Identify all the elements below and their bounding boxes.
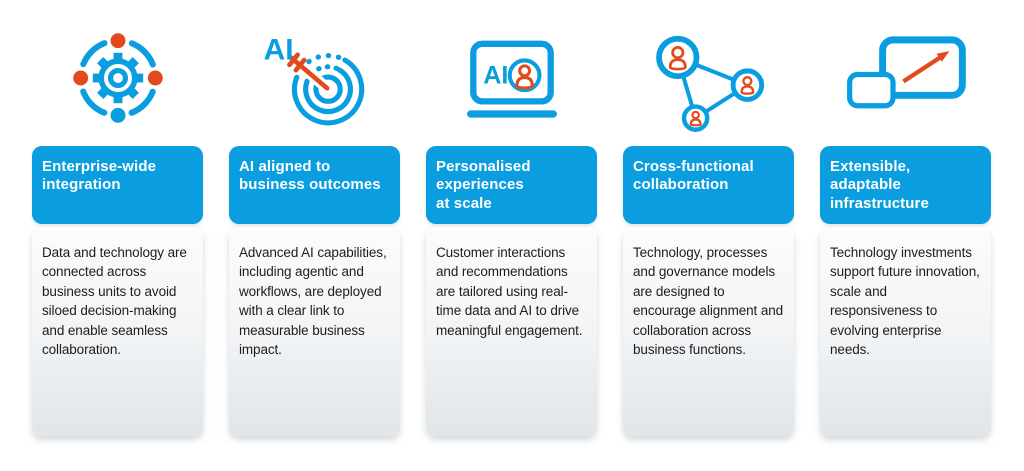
card-description: Technology, processes and governance mod…	[633, 245, 784, 358]
card-body: Data and technology are connected across…	[32, 227, 203, 436]
card-cross-functional-collaboration: Cross-functional collaboration Technolog…	[623, 10, 794, 436]
card-body: Technology investments support future in…	[820, 227, 991, 436]
ai-target-icon: AI	[263, 33, 364, 126]
card-body: Advanced AI capabilities, including agen…	[229, 227, 400, 436]
card-ai-aligned-outcomes: AI AI aligned to business outcomes Advan…	[229, 10, 400, 436]
infographic-board: Enterprise-wide integration Data and tec…	[32, 10, 991, 436]
icon-box: AI	[426, 10, 597, 146]
card-body: Customer interactions and recommendation…	[426, 227, 597, 436]
card-personalised-experiences: AI Personalised experiences at scale Cus…	[426, 10, 597, 436]
card-header: Extensible, adaptable infrastructure	[820, 146, 991, 224]
icon-box	[623, 10, 794, 146]
card-title: Cross-functional collaboration	[633, 158, 754, 194]
icon-box	[32, 10, 203, 146]
icon-box: AI	[229, 10, 400, 146]
target-ai-label: AI	[263, 33, 293, 66]
card-title: Enterprise-wide integration	[42, 158, 157, 194]
card-header: AI aligned to business outcomes	[229, 146, 400, 224]
card-header: Personalised experiences at scale	[426, 146, 597, 224]
ai-laptop-user-icon: AI	[466, 40, 557, 118]
screens-growth-icon	[846, 36, 966, 109]
card-description: Advanced AI capabilities, including agen…	[239, 245, 387, 358]
card-body: Technology, processes and governance mod…	[623, 227, 794, 436]
people-network-icon	[655, 35, 764, 132]
card-description: Technology investments support future in…	[830, 245, 980, 358]
card-enterprise-wide-integration: Enterprise-wide integration Data and tec…	[32, 10, 203, 436]
card-title: Personalised experiences at scale	[436, 158, 531, 212]
icon-box	[820, 10, 991, 146]
card-title: AI aligned to business outcomes	[239, 158, 381, 194]
card-header: Enterprise-wide integration	[32, 146, 203, 224]
card-description: Customer interactions and recommendation…	[436, 245, 583, 338]
card-header: Cross-functional collaboration	[623, 146, 794, 224]
integration-gear-icon	[72, 33, 163, 123]
card-title: Extensible, adaptable infrastructure	[830, 158, 929, 212]
card-description: Data and technology are connected across…	[42, 245, 187, 358]
laptop-ai-label: AI	[483, 61, 508, 89]
card-extensible-infrastructure: Extensible, adaptable infrastructure Tec…	[820, 10, 991, 436]
